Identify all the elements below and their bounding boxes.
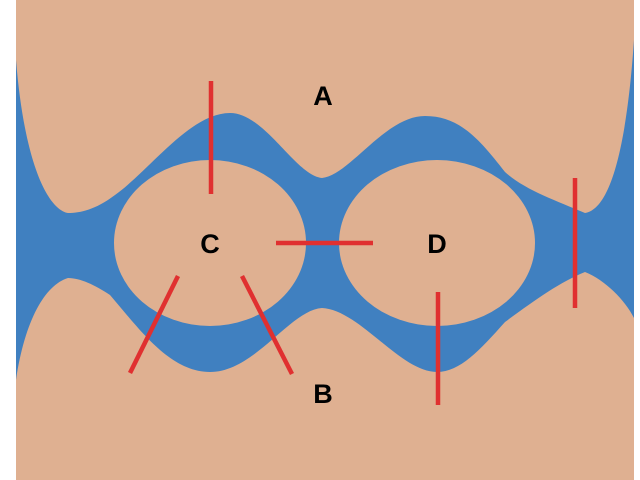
cut-line-c-b-left — [127, 275, 181, 374]
cut-line-c-b-right — [239, 274, 295, 376]
region-a-shape — [16, 0, 634, 213]
region-b-shape — [16, 272, 634, 480]
region-d-shape — [339, 160, 535, 326]
label-b: B — [313, 379, 333, 409]
region-c-shape — [114, 160, 306, 326]
label-a: A — [313, 81, 333, 111]
label-d: D — [427, 229, 447, 259]
label-c: C — [200, 229, 220, 259]
